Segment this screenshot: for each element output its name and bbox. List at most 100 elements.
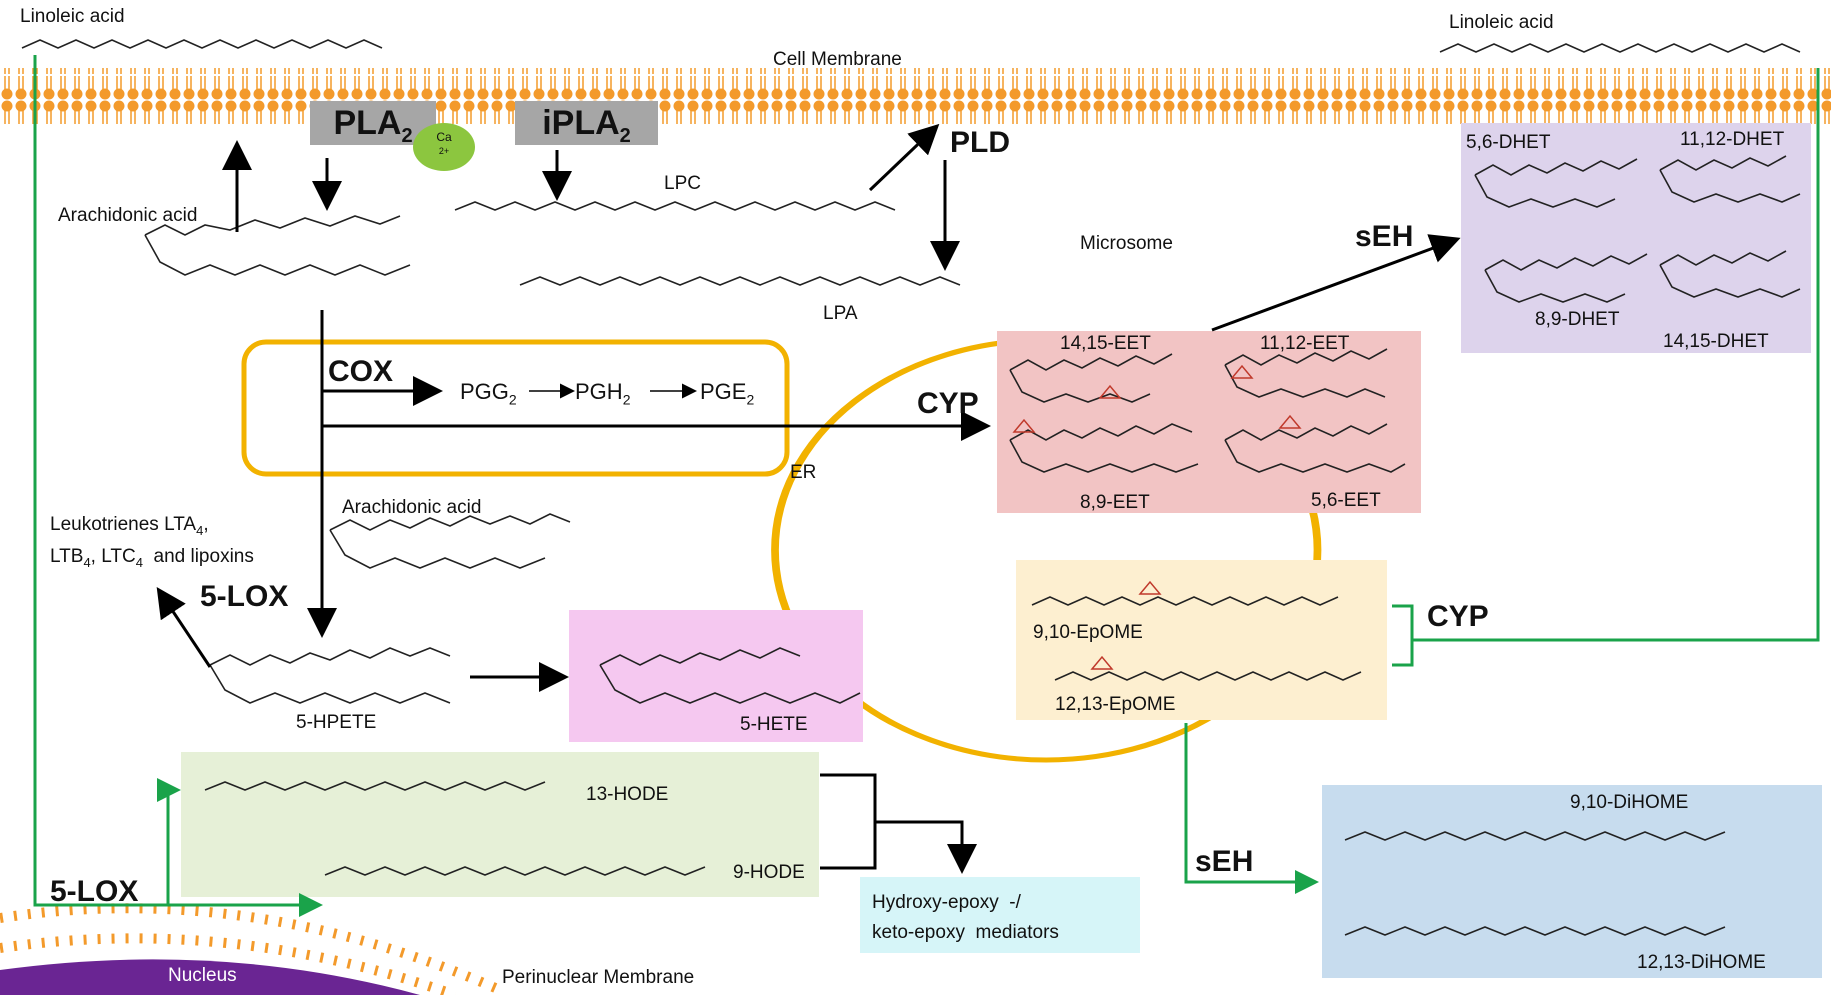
eet1415-structure (1009, 353, 1173, 371)
dihome-box (1322, 785, 1822, 978)
linoleic-acid-right-label: Linoleic acid (1449, 12, 1554, 33)
eet56-structure (1224, 423, 1388, 441)
epome1213-structure (1054, 671, 1362, 681)
nucleus-label: Nucleus (168, 965, 237, 986)
seh-enzyme-bottom: sEH (1195, 845, 1254, 878)
cell-membrane (0, 68, 1831, 126)
nucleus (0, 959, 420, 995)
8-9-dhet-label: 8,9-DHET (1535, 309, 1620, 330)
arrow-eet-to-dhet (1211, 234, 1461, 332)
5-6-dhet-label: 5,6-DHET (1466, 132, 1551, 153)
14-15-eet-label: 14,15-EET (1060, 333, 1151, 354)
pgg2-label: PGG2 (460, 379, 517, 407)
epoxide-marks (1012, 364, 1302, 670)
pgg-sub: 2 (508, 391, 517, 408)
epome910-structure (1031, 596, 1339, 606)
13-hode-label: 13-HODE (586, 784, 669, 805)
bracket-hode (820, 773, 877, 870)
5lox-enzyme-middle: 5-LOX (200, 580, 289, 613)
12-13-epome-label: 12,13-EpOME (1055, 694, 1176, 715)
lpa-structure (519, 276, 961, 286)
microsome-label: Microsome (1080, 233, 1173, 254)
lt-line1-text: Leukotrienes LTA (50, 514, 197, 535)
9-10-dihome-label: 9,10-DiHOME (1570, 792, 1689, 813)
hode9-structure (324, 866, 706, 876)
eet-box (997, 331, 1421, 513)
green-arrows (33, 55, 1820, 917)
11-12-dhet-label: 11,12-DHET (1680, 129, 1785, 150)
mediators-line1: Hydroxy-epoxy -/ (872, 892, 1021, 913)
lt-line1-end: , (203, 514, 209, 535)
lt-line2a: LTB (50, 545, 84, 567)
ca-charge: 2+ (438, 146, 450, 156)
er-compartment (241, 339, 790, 477)
hete-structure (599, 647, 801, 666)
hode-box (181, 752, 819, 897)
dhet56-structure (1474, 158, 1638, 176)
8-9-eet-label: 8,9-EET (1080, 492, 1150, 513)
hode13-structure (204, 781, 546, 791)
leukotrienes-line2: LTB4, LTC4 and lipoxins (50, 544, 254, 576)
14-15-dhet-label: 14,15-DHET (1663, 331, 1769, 352)
leukotrienes-line1: Leukotrienes LTA4, (50, 512, 254, 544)
pla2-sub: 2 (401, 124, 413, 147)
mediators-line2: keto-epoxy mediators (872, 922, 1059, 943)
eet89-structure (1009, 423, 1193, 441)
arrow-hode-to-mediators (875, 820, 977, 874)
cell-membrane-label: Cell Membrane (773, 49, 902, 70)
pge-text: PGE (700, 379, 747, 404)
lpc-label: LPC (664, 173, 701, 194)
pla2-label: PLA (333, 104, 402, 142)
hpete-structure (209, 647, 451, 666)
12-13-dihome-label: 12,13-DiHOME (1637, 952, 1766, 973)
pgh2-label: PGH2 (575, 379, 630, 407)
arachidonic-top-structure (144, 215, 401, 236)
cyp-enzyme-top: CYP (917, 387, 979, 420)
eet1112-structure (1224, 348, 1388, 366)
pgh-sub: 2 (622, 391, 631, 408)
5-6-eet-label: 5,6-EET (1311, 490, 1381, 511)
dhet1112-structure (1659, 155, 1787, 171)
lt-line1-sub: 4 (196, 522, 204, 538)
seh-enzyme-top: sEH (1355, 220, 1414, 253)
green-arrow-epome-to-dihome (1184, 723, 1319, 894)
dihome1213-structure (1344, 926, 1726, 936)
calcium-ion: Ca 2+ (413, 123, 475, 171)
er-label: ER (790, 462, 817, 483)
pld-enzyme: PLD (950, 126, 1010, 159)
lt-line2b-sub: 4 (135, 554, 143, 570)
5lox-enzyme-bottom: 5-LOX (50, 875, 139, 908)
arachidonic-acid-top-label: Arachidonic acid (58, 205, 198, 226)
mediator-box (860, 877, 1140, 953)
hete-box (569, 610, 863, 742)
lt-line2a-sub: 4 (83, 554, 91, 570)
5-hpete-label: 5-HPETE (296, 712, 377, 733)
arachidonic-acid-mid-label: Arachidonic acid (342, 497, 482, 518)
cox-enzyme: COX (328, 355, 394, 388)
lpa-label: LPA (823, 303, 858, 324)
5-hete-label: 5-HETE (740, 714, 808, 735)
green-arrow-right-linoleic (1412, 68, 1820, 642)
arachidonic-mid-structure (329, 513, 571, 531)
lt-line2b: , LTC (90, 545, 136, 567)
leukotrienes-label: Leukotrienes LTA4, LTB4, LTC4 and lipoxi… (50, 512, 254, 576)
pge-sub: 2 (746, 391, 755, 408)
dihome910-structure (1344, 831, 1726, 841)
epome-box (1016, 560, 1387, 720)
dhet-box (1461, 123, 1811, 353)
lt-line2c: and lipoxins (142, 545, 254, 567)
arrow-lpc-to-pld (868, 123, 940, 192)
linoleic-acid-left-label: Linoleic acid (20, 6, 125, 27)
ipla2-enzyme: iPLA2 (515, 101, 658, 147)
pgg-text: PGG (460, 379, 509, 404)
dhet89-structure (1484, 253, 1648, 271)
9-10-epome-label: 9,10-EpOME (1033, 622, 1143, 643)
ipla2-label: iPLA (542, 104, 620, 142)
molecule-structures (21, 39, 1801, 936)
linoleic-right-structure (1439, 43, 1801, 53)
ca-label: Ca (436, 130, 452, 144)
green-arrow-left-linoleic (33, 55, 181, 907)
ipla2-sub: 2 (619, 124, 631, 147)
